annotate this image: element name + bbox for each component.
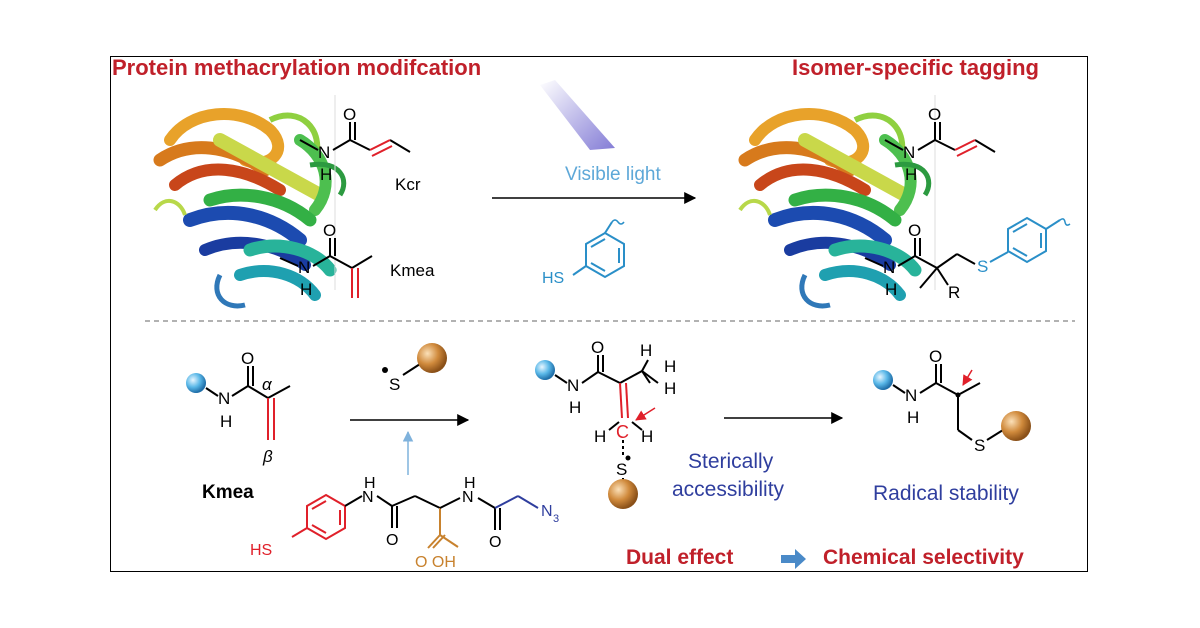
heading-right: Isomer-specific tagging xyxy=(792,55,1039,80)
probe-hs-label: HS xyxy=(250,542,272,559)
svg-text:N: N xyxy=(905,386,917,405)
product-ring-icon xyxy=(1007,217,1047,263)
svg-text:H: H xyxy=(905,165,917,184)
figure-frame xyxy=(110,56,1088,572)
protein-structure-right xyxy=(740,114,929,306)
beta-label: β xyxy=(262,447,273,466)
kmea-bold-label: Kmea xyxy=(202,482,254,503)
svg-text:N: N xyxy=(362,489,374,506)
protein-sphere-ts-icon xyxy=(535,360,555,380)
chemical-selectivity-label: Chemical selectivity xyxy=(823,546,1024,569)
svg-text:O: O xyxy=(928,105,941,124)
svg-text:H: H xyxy=(569,398,581,417)
probe-o-label: O xyxy=(386,532,398,549)
kcr-group xyxy=(299,122,411,153)
protein-sphere-icon xyxy=(186,373,206,393)
svg-text:O: O xyxy=(241,349,254,368)
radical-stability-label: Radical stability xyxy=(873,482,1019,505)
svg-text:H: H xyxy=(641,427,653,446)
thiol-label: HS xyxy=(542,270,564,287)
s-label: S xyxy=(977,257,988,276)
probe-molecule xyxy=(291,493,539,549)
atom-o-kcr: O xyxy=(343,105,356,124)
svg-text:H: H xyxy=(594,427,606,446)
probe-sphere-ts-icon xyxy=(608,479,638,509)
svg-text:O: O xyxy=(908,221,921,240)
r-label: R xyxy=(948,283,960,302)
dual-effect-label: Dual effect xyxy=(626,546,734,569)
svg-text:H: H xyxy=(640,341,652,360)
svg-text:S: S xyxy=(974,436,985,455)
probe-n3-label: N xyxy=(541,503,553,520)
alpha-label: α xyxy=(262,375,273,394)
probe-sphere-icon xyxy=(417,343,447,373)
svg-text:N: N xyxy=(903,143,915,162)
svg-text:N: N xyxy=(218,389,230,408)
condition-label: Visible light xyxy=(565,164,661,185)
selectivity-arrow-icon xyxy=(781,549,806,569)
svg-text:N: N xyxy=(567,376,579,395)
svg-text:H: H xyxy=(885,280,897,299)
probe-sphere-product-icon xyxy=(1001,411,1031,441)
probe-oh-label: O OH xyxy=(415,554,456,571)
kmea-group xyxy=(279,238,373,269)
atom-n-kmea: N xyxy=(298,258,310,277)
sterically-label: Sterically xyxy=(688,450,774,473)
thiyl-s-label: S xyxy=(389,375,400,394)
radical-arrow-red xyxy=(962,369,973,386)
accessibility-label: accessibility xyxy=(672,478,785,501)
svg-text:H: H xyxy=(664,357,676,376)
thiophenol-ring-icon xyxy=(585,232,625,278)
kmea-label: Kmea xyxy=(390,261,435,280)
svg-text:H: H xyxy=(364,475,376,492)
svg-text:H: H xyxy=(664,379,676,398)
svg-text:H: H xyxy=(220,412,232,431)
attack-arrow-red xyxy=(635,407,656,421)
svg-text:O: O xyxy=(591,338,604,357)
svg-text:N: N xyxy=(462,489,474,506)
atom-h-kcr: H xyxy=(320,165,332,184)
light-beam-icon xyxy=(540,80,615,150)
svg-text:H: H xyxy=(907,408,919,427)
svg-text:N: N xyxy=(883,258,895,277)
protein-structure-left xyxy=(155,114,344,306)
protein-sphere-product-icon xyxy=(873,370,893,390)
svg-text:O: O xyxy=(489,534,501,551)
tagged-product xyxy=(864,238,976,289)
svg-text:H: H xyxy=(464,475,476,492)
heading-left: Protein methacrylation modifcation xyxy=(112,55,482,80)
svg-text:S: S xyxy=(616,460,627,479)
svg-text:O: O xyxy=(929,347,942,366)
probe-n3-subscript: 3 xyxy=(553,513,559,525)
atom-h-kmea: H xyxy=(300,280,312,299)
atom-o-kmea: O xyxy=(323,221,336,240)
atom-c-ts: C xyxy=(616,422,629,442)
atom-n-kcr: N xyxy=(318,143,330,162)
kcr-label: Kcr xyxy=(395,175,421,194)
